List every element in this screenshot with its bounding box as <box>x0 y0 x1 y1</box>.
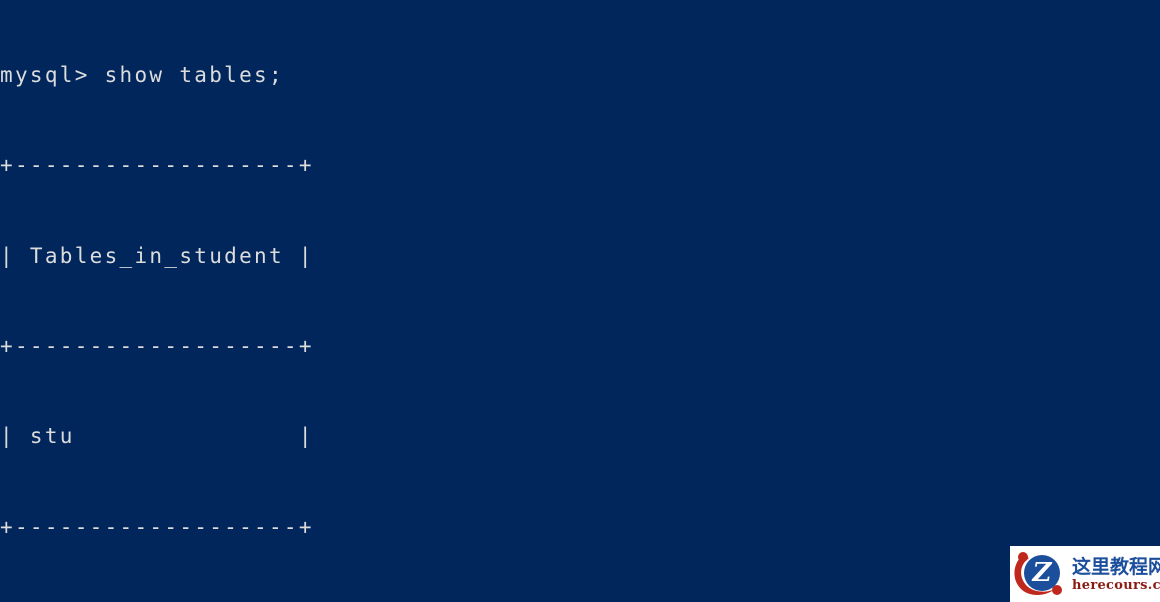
watermark-logo: Z 这里教程网 herecours.com <box>1010 546 1160 602</box>
watermark-cn-text: 这里教程网 <box>1072 555 1160 578</box>
terminal-line: +-------------------+ <box>0 153 314 178</box>
terminal-line: +-------------------+ <box>0 514 314 539</box>
terminal-line: +-------------------+ <box>0 334 314 359</box>
watermark-text: 这里教程网 herecours.com <box>1072 556 1160 593</box>
logo-mark: Z <box>1010 546 1072 602</box>
terminal-line: | stu | <box>0 424 314 449</box>
logo-letter: Z <box>1024 555 1060 591</box>
watermark-en-text: herecours.com <box>1072 577 1160 593</box>
swoosh-icon <box>1014 552 1062 595</box>
terminal-line: mysql> show tables; <box>0 63 284 88</box>
terminal-line: | Tables_in_student | <box>0 243 314 268</box>
